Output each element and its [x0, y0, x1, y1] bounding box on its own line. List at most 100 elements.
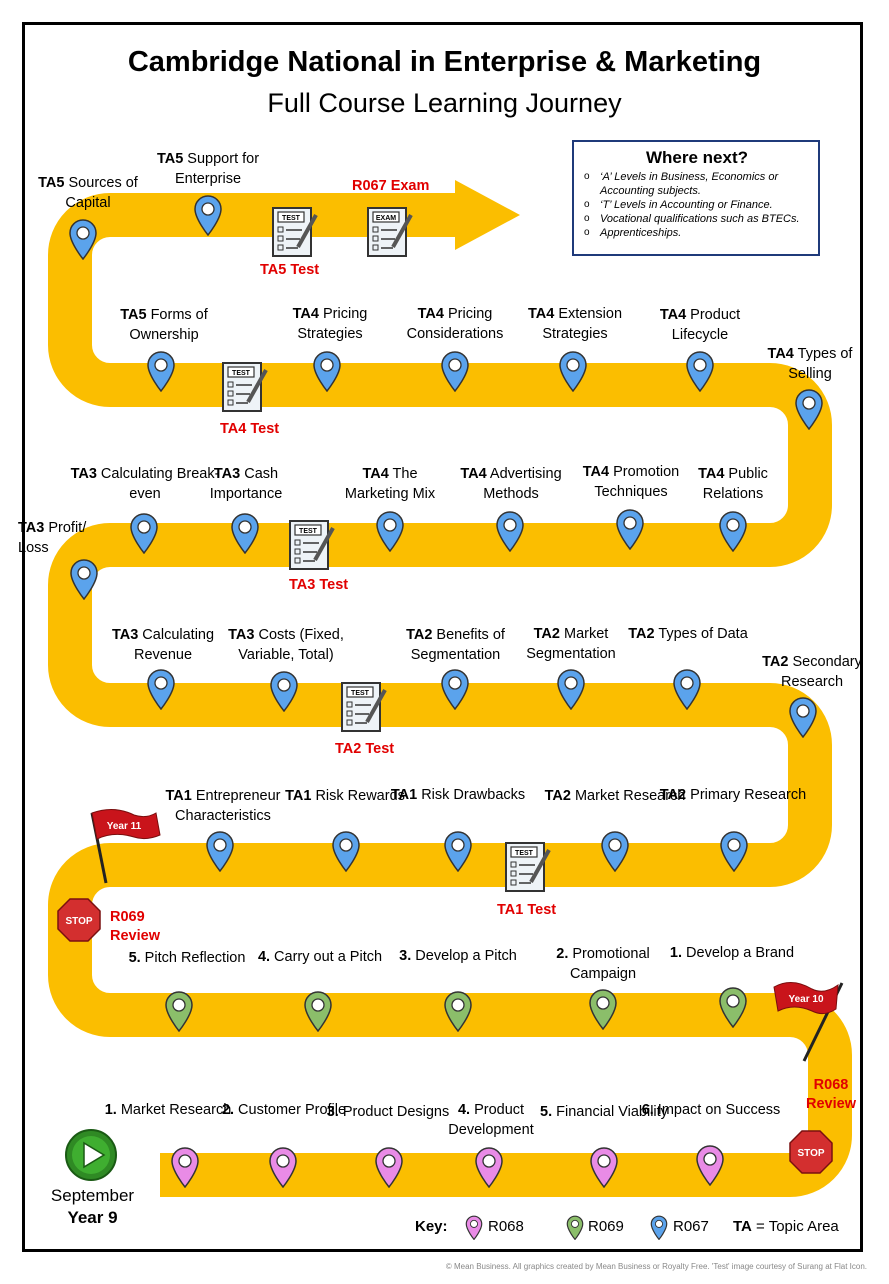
topic-label: TA3 Calculating Break-even [70, 466, 220, 502]
topic-label: TA4 Extension Strategies [527, 306, 623, 342]
credit-text: © Mean Business. All graphics created by… [445, 1262, 867, 1271]
key-r067: R067 [673, 1218, 709, 1235]
topic-label: 3. Product Designs [326, 1104, 450, 1120]
topic-label: TA2 Secondary Research [762, 654, 862, 690]
topic-label: TA5 Forms of Ownership [120, 307, 208, 343]
topic-label: 6. Impact on Success [641, 1102, 781, 1118]
r067-pin-icon [441, 351, 469, 392]
svg-text:TEST: TEST [515, 850, 534, 857]
topic-label: TA2 Market Research [544, 788, 686, 804]
r067-pin-icon [686, 351, 714, 392]
test-paper-icon: TEST [222, 362, 268, 412]
stop-sign-icon: STOP [57, 898, 101, 942]
topic-label: TA2 Market Segmentation [526, 626, 616, 662]
r067-key-pin-icon [650, 1215, 668, 1240]
r067-pin-icon [616, 509, 644, 550]
r067-pin-icon [313, 351, 341, 392]
test-paper-icon: TEST [505, 842, 551, 892]
r067-pin-icon [231, 513, 259, 554]
topic-label: TA4 Types of Selling [767, 346, 853, 382]
key-label: Key: [415, 1218, 448, 1235]
r069-pin-icon [304, 991, 332, 1032]
r067-pin-icon [332, 831, 360, 872]
svg-text:EXAM: EXAM [376, 215, 396, 222]
r067-pin-icon [557, 669, 585, 710]
r067-pin-icon [194, 195, 222, 236]
topic-label: 1. Develop a Brand [669, 945, 795, 961]
r067-pin-icon [789, 697, 817, 738]
topic-label: TA4 Advertising Methods [460, 466, 562, 502]
where-next-item: Apprenticeships. [584, 226, 810, 240]
ta4-test-label: TA4 Test [220, 421, 280, 437]
r067-pin-icon [206, 831, 234, 872]
r067-pin-icon [559, 351, 587, 392]
r067-pin-icon [70, 559, 98, 600]
r067-pin-icon [69, 219, 97, 260]
r068-key-pin-icon [465, 1215, 483, 1240]
page-frame [22, 22, 863, 1252]
ta3-test-label: TA3 Test [289, 577, 349, 593]
year10-flag-icon: Year 10 [773, 982, 844, 1062]
r067-pin-icon [720, 831, 748, 872]
topic-label: TA4 The Marketing Mix [344, 466, 436, 502]
topic-label: TA3 Cash Importance [209, 466, 283, 502]
key-r068: R068 [488, 1218, 524, 1235]
r067-pin-icon [673, 669, 701, 710]
topic-label: 2. Customer Profile [221, 1102, 347, 1118]
stop-sign-icon: STOP [789, 1130, 833, 1174]
topic-label: TA1 Risk Rewards [285, 788, 405, 804]
topic-label: TA4 Product Lifecycle [659, 307, 741, 343]
test-paper-icon: TEST [341, 682, 387, 732]
r067-pin-icon [130, 513, 158, 554]
topic-label: TA4 Promotion Techniques [582, 464, 680, 500]
r068-pin-icon [590, 1147, 618, 1188]
r069-pin-icon [444, 991, 472, 1032]
topic-label: 2. Promotional Campaign [556, 946, 650, 982]
topic-label: TA1 Entrepreneur Characteristics [165, 788, 281, 824]
r068-pin-icon [375, 1147, 403, 1188]
topic-label: TA2 Benefits of Segmentation [406, 627, 505, 663]
svg-text:STOP: STOP [65, 916, 92, 927]
topic-label: TA4 Public Relations [698, 466, 768, 502]
r067-pin-icon [795, 389, 823, 430]
svg-text:TEST: TEST [351, 690, 370, 697]
page-title: Cambridge National in Enterprise & Marke… [127, 46, 762, 78]
svg-text:Year 11: Year 11 [107, 821, 142, 832]
r067-pin-icon [719, 511, 747, 552]
topic-label: TA5 Sources of Capital [38, 175, 138, 211]
r067-pin-icon [147, 669, 175, 710]
r068-pin-icon [269, 1147, 297, 1188]
ta1-test-label: TA1 Test [497, 902, 557, 918]
r067-pin-icon [376, 511, 404, 552]
r068-pin-icon [696, 1145, 724, 1186]
topic-label: TA1 Risk Drawbacks [390, 787, 526, 803]
svg-text:STOP: STOP [797, 1148, 824, 1159]
exam-paper-icon: EXAM [367, 207, 413, 257]
topic-label: 1. Market Research [104, 1102, 232, 1118]
ta2-test-label: TA2 Test [335, 741, 395, 757]
svg-text:Year 10: Year 10 [788, 994, 823, 1005]
r067-pin-icon [601, 831, 629, 872]
topic-label: 3. Develop a Pitch [399, 948, 517, 964]
r069-pin-icon [165, 991, 193, 1032]
svg-text:TEST: TEST [232, 370, 251, 377]
key-r069: R069 [588, 1218, 624, 1235]
topic-label: TA4 Pricing Strategies [292, 306, 368, 342]
page-subtitle: Full Course Learning Journey [267, 88, 622, 118]
where-next-heading: Where next? [645, 148, 749, 167]
svg-text:TEST: TEST [282, 215, 301, 222]
topic-label: 5. Pitch Reflection [128, 950, 246, 966]
topic-label: TA3 Profit/ Loss [18, 520, 87, 556]
r067-pin-icon [270, 671, 298, 712]
r068-pin-icon [171, 1147, 199, 1188]
r067-pin-icon [496, 511, 524, 552]
topic-label: TA2 Primary Research [659, 787, 807, 803]
year11-flag-icon: Year 11 [90, 809, 161, 884]
r068-pin-icon [475, 1147, 503, 1188]
topic-label: 4. Carry out a Pitch [257, 949, 383, 965]
r067-pin-icon [441, 669, 469, 710]
